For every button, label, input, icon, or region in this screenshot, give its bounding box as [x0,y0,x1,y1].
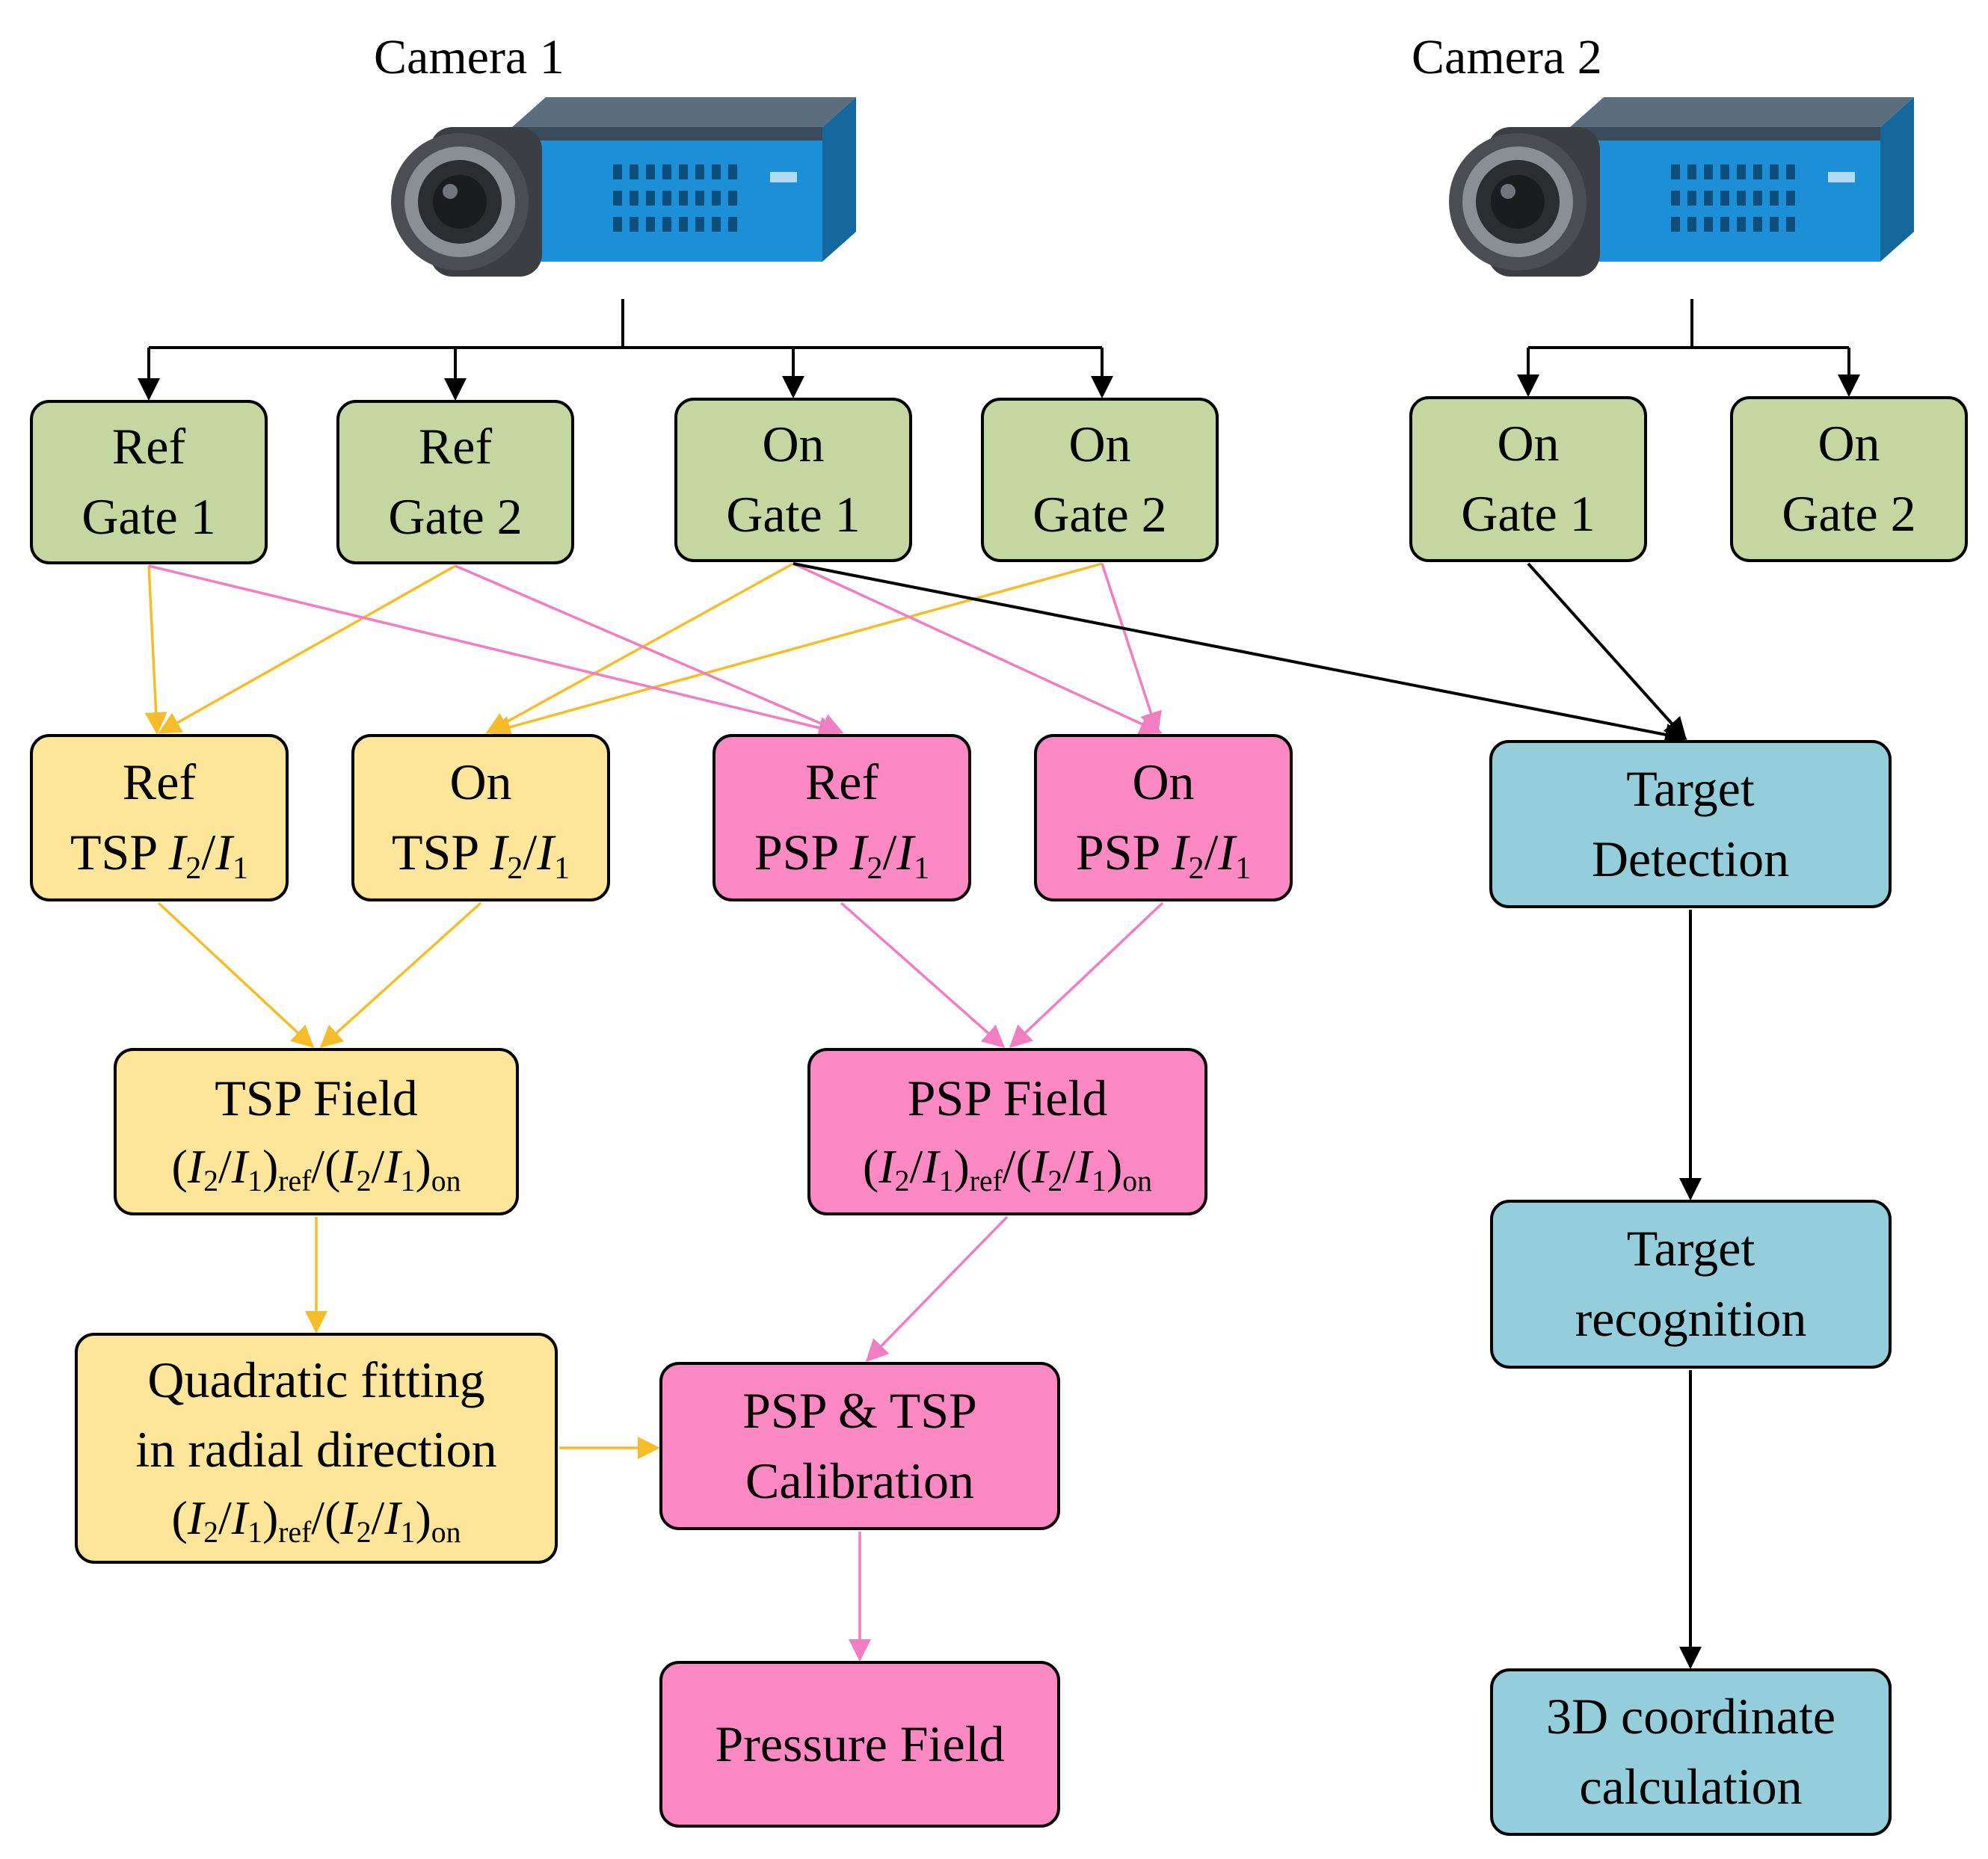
on-tsp-to-tsp-field [319,901,482,1049]
tsp-field-formula: (I2/I1)ref/(I2/I1)on [171,1139,461,1197]
tsp-field-box: TSP Field (I2/I1)ref/(I2/I1)on [114,1048,519,1215]
ref-tsp-to-tsp-field [157,901,315,1049]
cam2-on-gate2-line1: On [1818,415,1880,472]
on-psp-line1: On [1132,753,1195,811]
coordinate-calc-box: 3D coordinate calculation [1490,1668,1892,1836]
ref-tsp-line2: TSP I2/I1 [70,824,249,886]
cam1-ref-gate2-line2: Gate 2 [388,488,523,545]
fitting-line2: in radial direction [135,1421,497,1479]
target-recognition-box: Target recognition [1490,1200,1892,1369]
cam1-ref-gate1-line2: Gate 1 [81,488,216,545]
cam2-on-gate1-line2: Gate 1 [1461,485,1595,542]
pressure-field-box: Pressure Field [659,1661,1060,1828]
cam1-on-gate1-box: On Gate 1 [674,398,912,562]
camera-2-label: Camera 2 [1412,30,1602,84]
on-psp-to-psp-field [1009,901,1164,1049]
cam1-ref-gate1-line1: Ref [111,418,186,475]
camera-vents [1671,164,1795,232]
psp-field-box: PSP Field (I2/I1)ref/(I2/I1)on [807,1048,1207,1215]
cam1-ref-gate2-box: Ref Gate 2 [336,400,574,564]
fitting-line1: Quadratic fitting [147,1351,485,1408]
camera-top-strip [512,127,822,141]
on-tsp-line2: TSP I2/I1 [391,824,570,886]
camera-top-face [1570,97,1914,127]
ref-psp-line1: Ref [804,753,879,811]
cam2-on-gate2-line2: Gate 2 [1782,485,1916,542]
tsp-field-title: TSP Field [215,1069,418,1126]
ref-tsp-line1: Ref [122,753,197,811]
target-recognition-line1: Target [1626,1220,1755,1277]
on-psp-line2: PSP I2/I1 [1075,824,1252,886]
calibration-box: PSP & TSP Calibration [659,1362,1060,1530]
camera-1-label: Camera 1 [374,30,564,84]
on-gate2-to-on-psp [1101,563,1162,735]
camera-logo-mark [770,172,797,182]
camera-lens-glass [1491,175,1545,229]
ref-gate2-to-ref-psp [455,564,844,736]
quadratic-fitting-box: Quadratic fitting in radial direction (I… [75,1333,558,1564]
ref-tsp-ratio-box: Ref TSP I2/I1 [30,734,289,901]
cam1-on-gate1-line1: On [762,416,825,473]
cam1-on-gate2-line1: On [1068,416,1131,473]
target-detection-line2: Detection [1591,830,1790,887]
cam1-ref-gate1-box: Ref Gate 1 [30,400,268,564]
coordinate-line2: calculation [1579,1758,1803,1815]
on-gate1-to-on-psp [793,562,1163,735]
on-gate2-to-on-tsp [488,562,1103,739]
cam1-on-gate2-box: On Gate 2 [981,398,1219,562]
cam1-on-gate2-line2: Gate 2 [1033,486,1167,543]
camera-side-face [1880,97,1914,262]
camera-top-strip [1570,127,1880,141]
calibration-line1: PSP & TSP [742,1381,977,1439]
fitting-formula: (I2/I1)ref/(I2/I1)on [171,1491,461,1550]
coordinate-line1: 3D coordinate [1545,1688,1836,1745]
cam2-on-gate1-to-target-detection [1527,562,1687,741]
psp-field-to-calibration [865,1215,1009,1363]
ref-psp-line2: PSP I2/I1 [754,824,930,886]
camera-lens-glass [433,175,487,229]
camera-1-icon [391,97,856,277]
on-gate1-to-on-tsp [485,562,794,734]
camera-side-face [822,97,856,262]
on-gate1-to-target-detection [793,562,1687,746]
camera-logo-mark [1828,172,1855,182]
camera-lens-highlight [443,184,458,199]
ref-gate1-to-ref-tsp [144,565,167,735]
pressure-field-title: Pressure Field [715,1715,1005,1772]
on-tsp-ratio-box: On TSP I2/I1 [351,734,610,901]
target-recognition-line2: recognition [1575,1290,1807,1347]
ref-psp-to-psp-field [840,901,1006,1048]
on-psp-ratio-box: On PSP I2/I1 [1034,734,1293,901]
cam2-on-gate1-box: On Gate 1 [1409,396,1647,562]
cam2-on-gate1-line1: On [1497,415,1560,472]
calibration-line2: Calibration [745,1452,974,1509]
target-detection-line1: Target [1626,759,1755,817]
cam1-ref-gate2-line1: Ref [418,418,493,475]
cam1-on-gate1-line2: Gate 1 [726,486,861,543]
cam2-on-gate2-box: On Gate 2 [1730,396,1968,562]
ref-psp-ratio-box: Ref PSP I2/I1 [713,734,971,901]
psp-field-formula: (I2/I1)ref/(I2/I1)on [863,1139,1152,1197]
psp-field-title: PSP Field [907,1069,1108,1126]
camera-lens-highlight [1501,184,1515,199]
on-tsp-line1: On [449,753,512,811]
camera-2-icon [1449,97,1914,277]
camera-vents [613,164,737,232]
camera-top-face [512,97,856,127]
target-detection-box: Target Detection [1489,740,1892,908]
ref-gate2-to-ref-tsp [158,564,456,734]
ref-gate1-to-ref-psp [148,564,841,739]
